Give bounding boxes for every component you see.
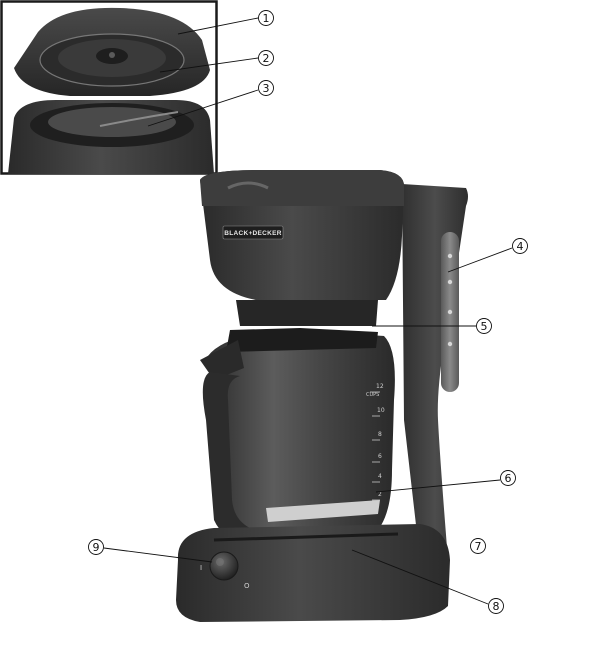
carafe-mark: 10 (377, 407, 385, 414)
svg-text:7: 7 (475, 540, 482, 553)
svg-text:1: 1 (263, 12, 270, 25)
power-off-mark: O (244, 582, 250, 590)
brand-label: BLACK+DECKER (224, 230, 282, 237)
svg-text:9: 9 (93, 541, 100, 554)
svg-text:2: 2 (263, 52, 270, 65)
callout-3: 3 (258, 80, 274, 96)
callout-5: 5 (476, 318, 492, 334)
carafe (208, 330, 395, 542)
callout-2: 2 (258, 50, 274, 66)
callout-1: 1 (258, 10, 274, 26)
power-on-mark: I (200, 564, 202, 572)
carafe-base-band (266, 500, 380, 522)
callout-6: 6 (500, 470, 516, 486)
svg-text:3: 3 (263, 82, 270, 95)
callout-4: 4 (512, 238, 528, 254)
carafe-mark: 6 (378, 453, 382, 460)
carafe-handle (202, 372, 250, 540)
coffee-maker: BLACK+DECKER CUPS 12 10 8 6 4 2 I (176, 170, 468, 622)
callout-7: 7 (470, 538, 486, 554)
svg-text:5: 5 (481, 320, 488, 333)
power-knob (209, 551, 239, 581)
carafe-mark: 2 (378, 491, 382, 498)
callouts: 1 2 3 4 5 6 7 8 (88, 10, 528, 614)
inset-detail (0, 0, 218, 175)
carafe-mark: 4 (378, 473, 382, 480)
brand-plate: BLACK+DECKER (222, 225, 284, 240)
base (176, 524, 450, 622)
carafe-level-markings: CUPS 12 10 8 6 4 2 (366, 383, 385, 501)
callout-8: 8 (488, 598, 504, 614)
callout-9: 9 (88, 539, 104, 555)
carafe-cups-label: CUPS (366, 392, 379, 398)
svg-text:8: 8 (493, 600, 500, 613)
carafe-mark: 12 (376, 383, 384, 390)
carafe-mark: 8 (378, 431, 382, 438)
callout-leaders (103, 17, 513, 605)
svg-text:4: 4 (517, 240, 524, 253)
svg-text:6: 6 (505, 472, 512, 485)
